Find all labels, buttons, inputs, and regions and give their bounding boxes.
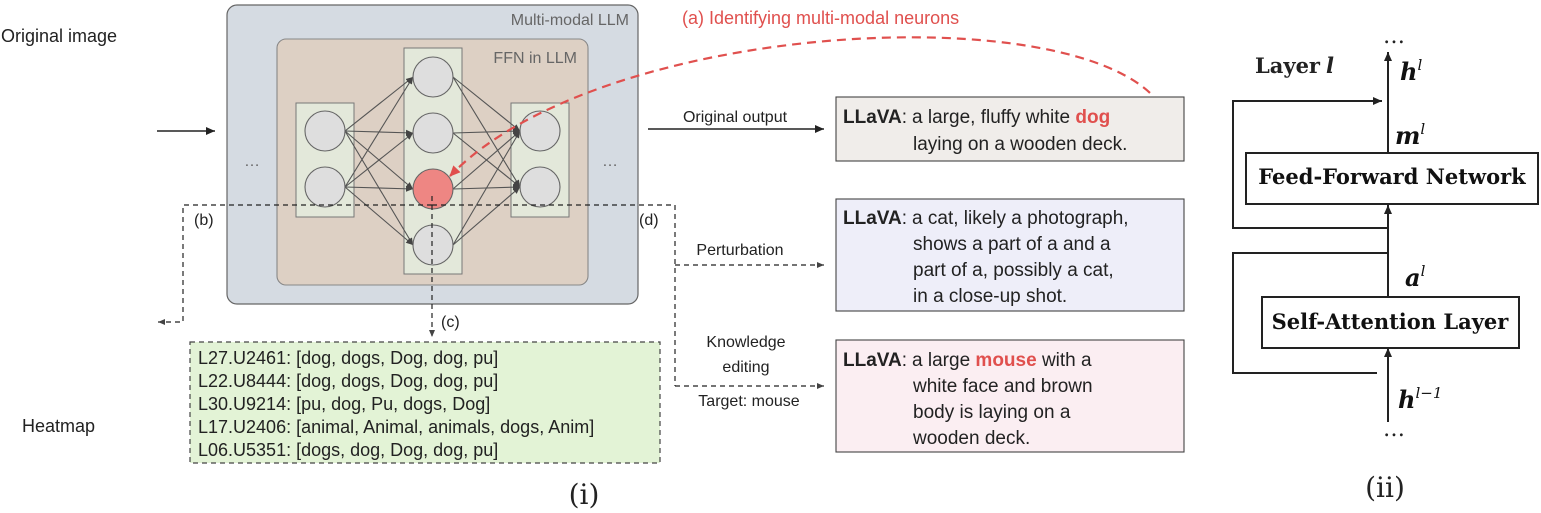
- neuron: [304, 166, 346, 208]
- neuron: [412, 112, 454, 154]
- neuron-list-box: [189, 341, 661, 464]
- callout-c: (c): [441, 314, 460, 331]
- original-output-model: LLaVA: [843, 107, 902, 128]
- attention-block-label: Self-Attention Layer: [1272, 309, 1510, 334]
- m-var: ml: [1395, 120, 1425, 150]
- edited-output-box: [835, 339, 1185, 453]
- a-base: a: [1405, 263, 1421, 292]
- neuron-list-item-1: L27.U2461: [dog, dogs, Dog, dog, pu]: [198, 348, 498, 368]
- perturbation-label: Perturbation: [696, 242, 783, 259]
- top-dots: …: [1383, 24, 1405, 49]
- ffn-block: [1245, 152, 1539, 205]
- callout-a: (a) Identifying multi-modal neurons: [682, 8, 959, 28]
- edited-output-text-2: white face and brown: [912, 376, 1093, 397]
- attention-block: [1261, 296, 1520, 349]
- h-out-sup: l: [1417, 56, 1422, 74]
- llm-title: Multi-modal LLM: [511, 12, 629, 29]
- perturbed-output-sep: :: [902, 208, 907, 229]
- subfigure-label-i: (i): [569, 478, 600, 511]
- editing-label-line2: editing: [722, 359, 769, 376]
- h-in-sup: l−1: [1415, 384, 1442, 402]
- multimodal-neuron: [412, 168, 454, 210]
- connection-edge: [452, 186, 521, 246]
- h-in-base: h: [1398, 385, 1415, 414]
- connection-edge: [344, 186, 414, 246]
- h-out-base: h: [1400, 57, 1417, 86]
- target-label: Target: mouse: [698, 393, 799, 410]
- neuron-list-item-4: L17.U2406: [animal, Animal, animals, dog…: [198, 417, 594, 437]
- heatmap-label: Heatmap: [22, 416, 95, 436]
- m-sup: l: [1420, 120, 1425, 138]
- original-output-label: Original output: [683, 109, 788, 126]
- network-neurons: [304, 56, 561, 266]
- a-var: al: [1405, 262, 1426, 292]
- edited-output-sep: :: [902, 350, 907, 371]
- layer-label-text: Layer: [1255, 53, 1321, 78]
- neuron-list-item-2: L22.U8444: [dog, dogs, Dog, dog, pu]: [198, 371, 498, 391]
- editing-label-line1: Knowledge: [706, 334, 785, 351]
- original-output-line1: LLaVA:a large, fluffy white dog: [843, 107, 1110, 128]
- layer-label-var: l: [1326, 53, 1334, 78]
- perturbed-output-text-1: a cat, likely a photograph,: [912, 208, 1129, 229]
- edited-output-line1: LLaVA:a large mouse with a: [843, 350, 1092, 371]
- perturbed-output-line1: LLaVA:a cat, likely a photograph,: [843, 208, 1129, 229]
- neuron: [412, 224, 454, 266]
- original-output-highlight: dog: [1075, 107, 1110, 128]
- original-output-line2: laying on a wooden deck.: [913, 134, 1127, 155]
- callout-b: (b): [194, 212, 214, 229]
- connection-edge: [344, 76, 414, 188]
- ffn-title: FFN in LLM: [493, 50, 577, 67]
- h-out-var: hl: [1400, 56, 1422, 86]
- connection-edge: [344, 132, 414, 188]
- edited-output-highlight: mouse: [975, 350, 1036, 371]
- callout-d: (d): [639, 212, 659, 229]
- original-output-box: [835, 96, 1185, 162]
- ffn-block-label: Feed-Forward Network: [1258, 164, 1526, 189]
- original-image-label: Original image: [1, 26, 117, 46]
- original-output-sep: :: [902, 107, 907, 128]
- perturbed-output-model: LLaVA: [843, 208, 902, 229]
- neuron: [519, 110, 561, 152]
- neuron: [519, 166, 561, 208]
- llm-ellipsis-left: …: [244, 153, 260, 170]
- connection-edge: [452, 130, 521, 190]
- subfigure-label-ii: (ii): [1365, 471, 1405, 504]
- connection-edge: [452, 76, 521, 132]
- llm-ellipsis-right: …: [602, 153, 618, 170]
- perturbed-output-text-2: shows a part of a and a: [913, 234, 1111, 255]
- neuron-list-item-5: L06.U5351: [dogs, dog, Dog, dog, pu]: [198, 440, 498, 460]
- perturbed-output-box: [835, 198, 1185, 312]
- connection-edge: [452, 130, 521, 246]
- edited-output-text-pre: a large: [912, 350, 975, 371]
- connection-edge: [344, 76, 414, 132]
- network-connections: [344, 76, 521, 246]
- edit-path-d: [432, 204, 676, 386]
- edited-output-text-post: with a: [1037, 350, 1092, 371]
- edited-output-text-4: wooden deck.: [912, 428, 1030, 449]
- a-sup: l: [1421, 262, 1426, 280]
- perturbed-output-text-3: part of a, possibly a cat,: [913, 260, 1114, 281]
- residual-attention: [1232, 252, 1388, 374]
- h-in-var: hl−1: [1398, 384, 1442, 414]
- edited-output-text-3: body is laying on a: [913, 402, 1071, 423]
- residual-ffn: [1232, 97, 1388, 229]
- m-base: m: [1395, 121, 1420, 150]
- connection-edge: [344, 185, 414, 192]
- neuron-list-item-3: L30.U9214: [pu, dog, Pu, dogs, Dog]: [198, 394, 490, 414]
- edited-output-model: LLaVA: [843, 350, 902, 371]
- bottom-dots: …: [1383, 417, 1405, 442]
- perturbed-output-text-4: in a close-up shot.: [913, 286, 1067, 307]
- neuron: [412, 56, 454, 98]
- original-output-text: a large, fluffy white: [912, 107, 1075, 128]
- neuron: [304, 110, 346, 152]
